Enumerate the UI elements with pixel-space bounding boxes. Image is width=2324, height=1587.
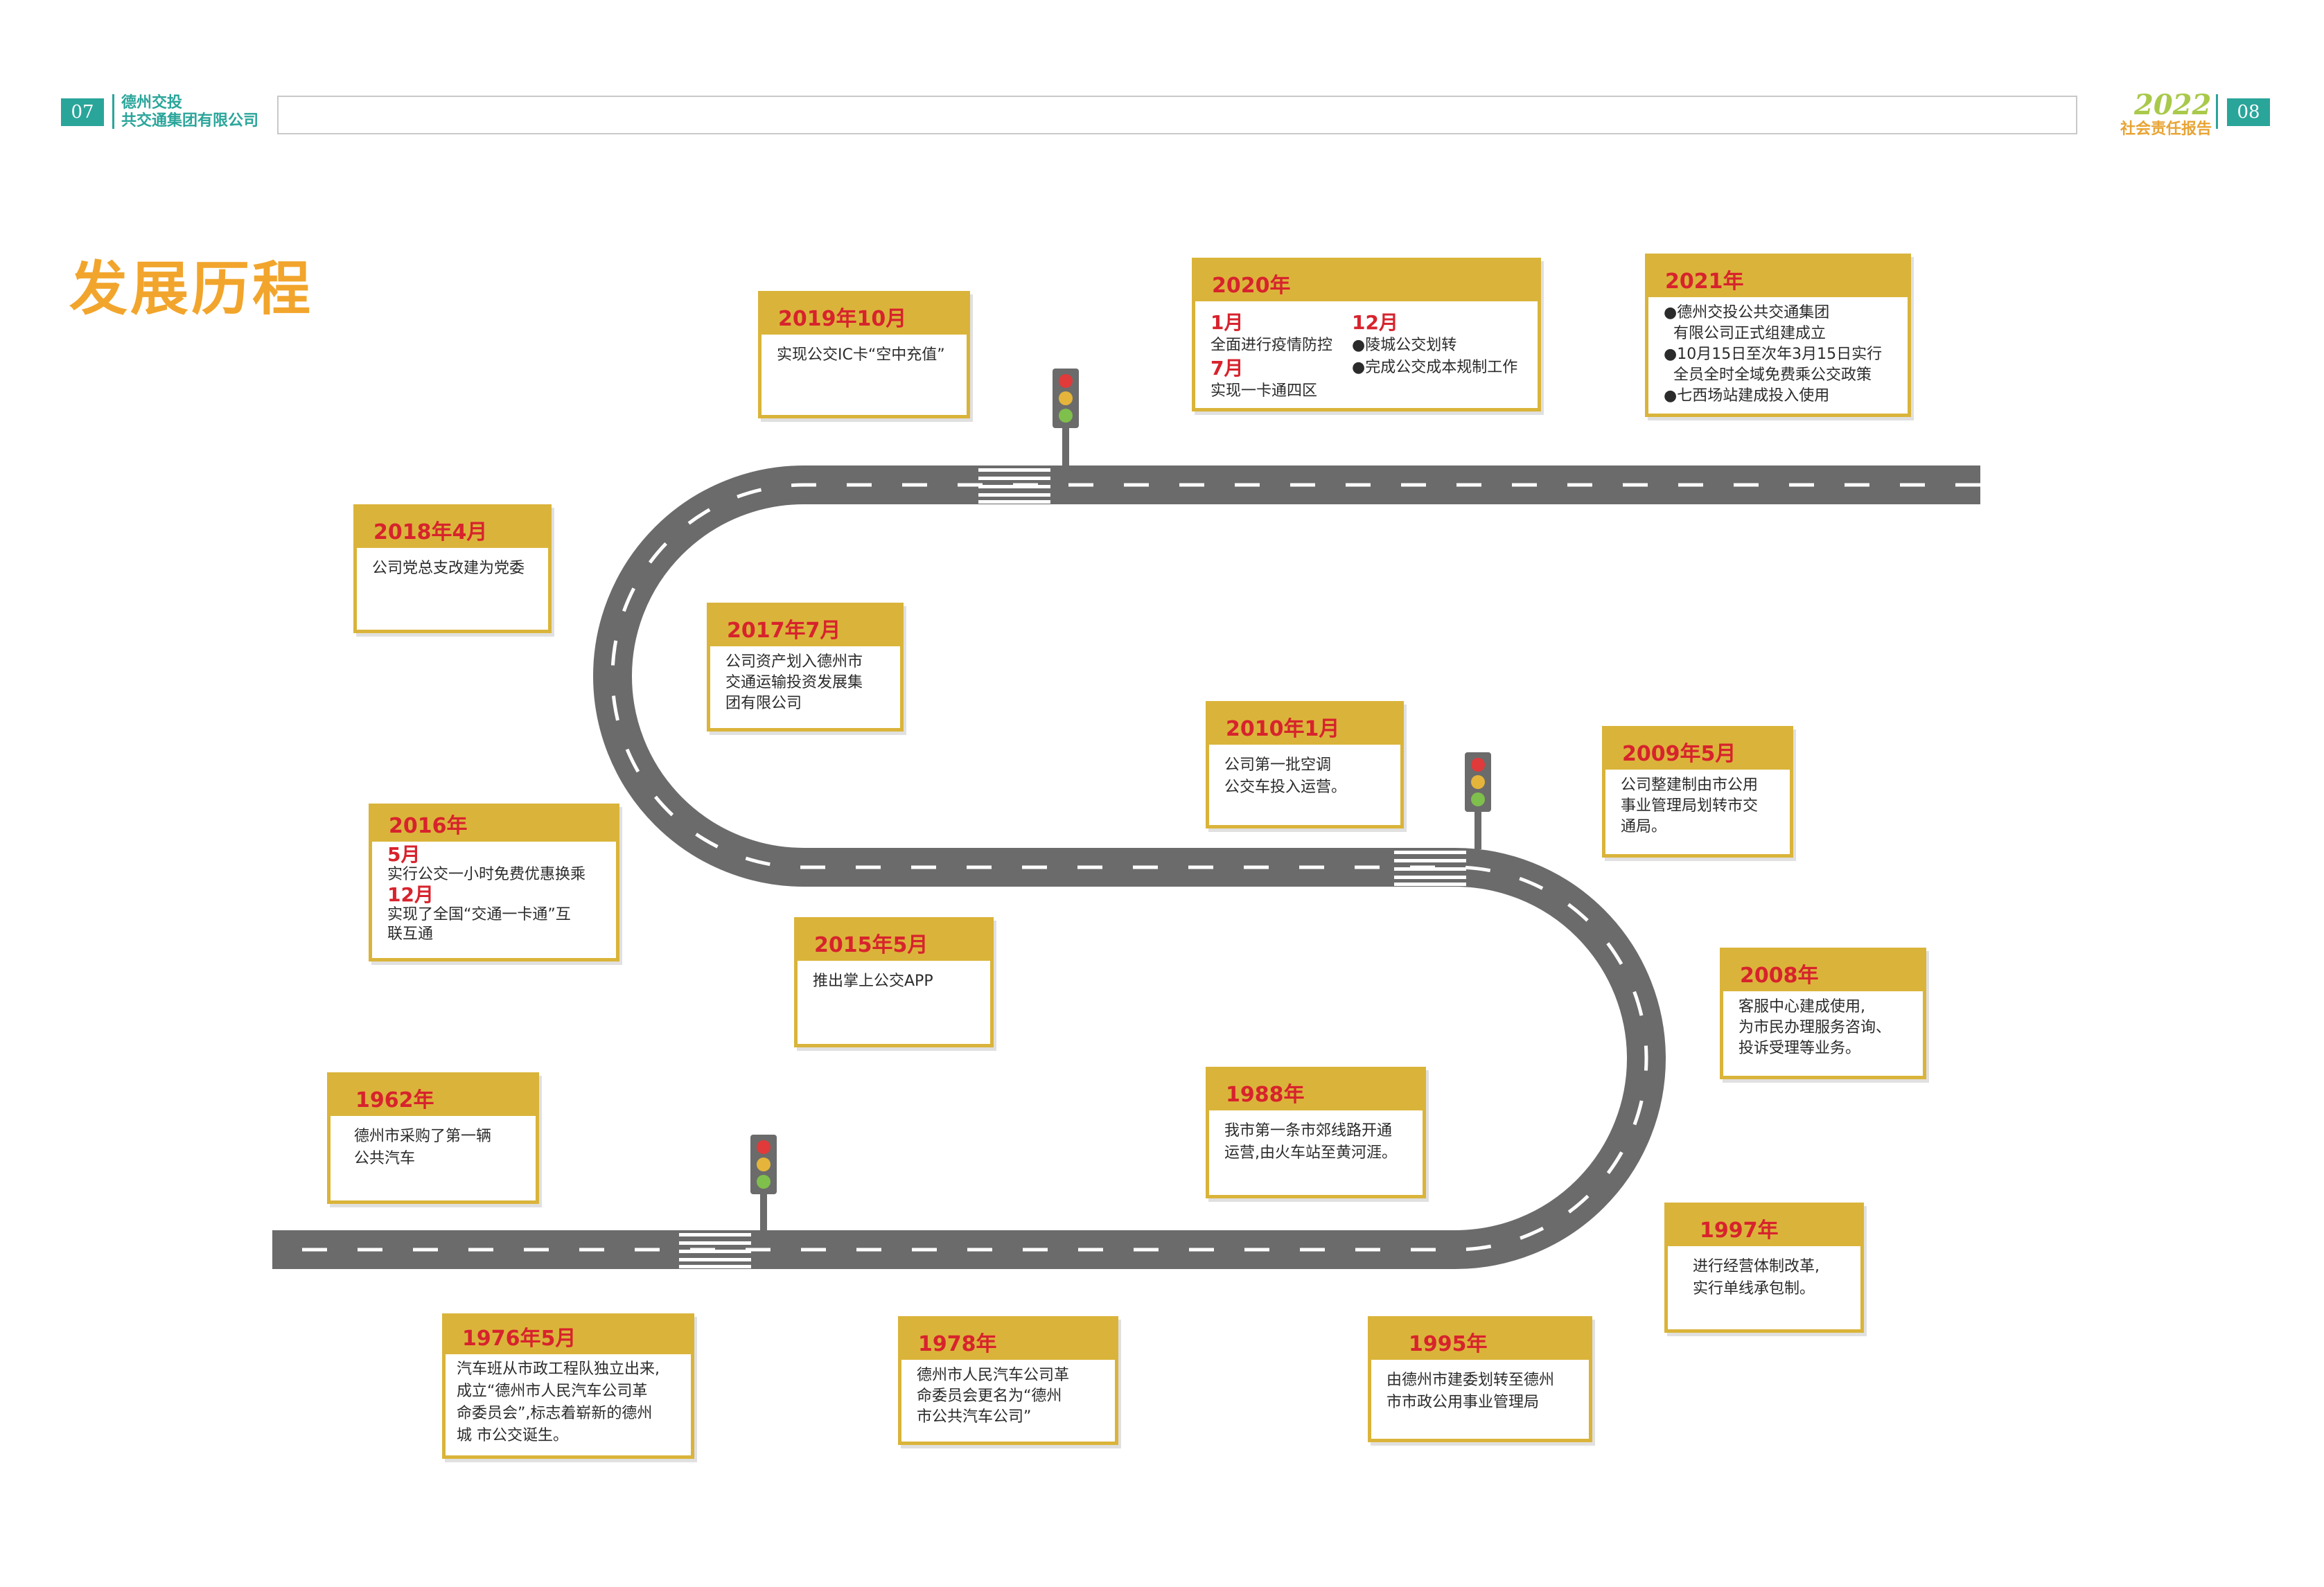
milestone-text: 命委员会更名为“德州 (917, 1387, 1062, 1405)
milestone-1978: 1978年 德州市人民汽车公司革 命委员会更名为“德州 市公共汽车公司” (898, 1316, 1118, 1445)
milestone-text: ●陵城公交划转 (1352, 337, 1457, 354)
milestone-text: ●10月15日至次年3月15日实行 (1664, 346, 1883, 363)
milestone-date: 2017年7月 (727, 619, 841, 643)
milestone-text: 成立“德州市人民汽车公司革 (457, 1383, 648, 1400)
milestone-date: 2008年 (1740, 964, 1819, 988)
logo-line2: 共交通集团有限公司 (121, 112, 259, 130)
right-page-number: 08 (2227, 98, 2270, 126)
milestone-text: 公共汽车 (354, 1150, 416, 1167)
milestone-2008: 2008年 客服中心建成使用, 为市民办理服务咨询、 投诉受理等业务。 (1720, 948, 1926, 1079)
milestone-2021: 2021年 ●德州交投公共交通集团 有限公司正式组建成立 ●10月15日至次年3… (1645, 254, 1911, 417)
milestone-text: 公司资产划入德州市 (725, 653, 863, 671)
milestone-2010-01: 2010年1月 公司第一批空调 公交车投入运营。 (1206, 701, 1404, 828)
milestone-text: 实现了全国“交通一卡通”互 (387, 906, 571, 923)
milestone-text: 市市政公用事业管理局 (1387, 1394, 1540, 1411)
milestone-2020: 2020年 1月 全面进行疫情防控 7月 实现一卡通四区 12月 ●陵城公交划转… (1192, 258, 1541, 411)
milestone-date: 1995年 (1409, 1332, 1488, 1356)
milestone-1997: 1997年 进行经营体制改革, 实行单线承包制。 (1664, 1203, 1864, 1333)
milestone-text: 投诉受理等业务。 (1738, 1040, 1861, 1057)
milestone-2015-05: 2015年5月 推出掌上公交APP (794, 917, 994, 1047)
milestone-date: 1988年 (1226, 1083, 1305, 1107)
milestone-1988: 1988年 我市第一条市郊线路开通 运营,由火车站至黄河涯。 (1206, 1067, 1426, 1198)
milestone-text: 实行公交一小时免费优惠换乘 (387, 866, 586, 883)
report-year-badge: 2022 (2134, 89, 2212, 121)
header-divider-right (2216, 94, 2218, 129)
milestone-text: 实现公交IC卡“空中充值” (777, 346, 945, 364)
milestone-text: ●德州交投公共交通集团 (1664, 304, 1830, 321)
milestone-text: 公司第一批空调 (1224, 756, 1332, 774)
milestone-text: 我市第一条市郊线路开通 (1224, 1122, 1393, 1140)
header-divider (112, 94, 114, 129)
milestone-text: 公交车投入运营。 (1224, 779, 1347, 796)
milestone-text: 全员全时全域免费乘公交政策 (1664, 366, 1872, 384)
milestone-text: 汽车班从市政工程队独立出来, (457, 1360, 660, 1378)
milestone-text: ●完成公交成本规制工作 (1352, 359, 1518, 376)
milestone-2020-left: 1月 全面进行疫情防控 7月 实现一卡通四区 (1211, 311, 1332, 402)
milestone-text: 实现一卡通四区 (1211, 382, 1318, 400)
milestone-text: 运营,由火车站至黄河涯。 (1224, 1144, 1397, 1162)
milestone-text: 有限公司正式组建成立 (1664, 325, 1826, 342)
milestone-date: 2018年4月 (373, 520, 488, 544)
milestone-date: 2021年 (1665, 269, 1744, 294)
milestone-text: 由德州市建委划转至德州 (1387, 1372, 1555, 1389)
milestone-date: 2015年5月 (814, 933, 928, 957)
milestone-text: ●七西场站建成投入使用 (1664, 387, 1830, 405)
crosswalk-top (978, 468, 1050, 504)
crosswalk-bottom (679, 1233, 751, 1268)
header-bar (277, 96, 2077, 134)
milestone-text: 推出掌上公交APP (813, 973, 933, 990)
milestone-text: 通局。 (1621, 818, 1667, 835)
milestone-text: 公司整建制由市公用 (1621, 777, 1759, 794)
page-title: 发展历程 (69, 255, 314, 323)
milestone-text: 德州市采购了第一辆 (354, 1128, 492, 1145)
milestone-text: 德州市人民汽车公司革 (917, 1367, 1070, 1384)
milestone-text: 客服中心建成使用, (1738, 998, 1865, 1016)
milestone-2020-right: 12月 ●陵城公交划转 ●完成公交成本规制工作 (1352, 311, 1517, 402)
milestone-text: 事业管理局划转市交 (1621, 797, 1759, 815)
traffic-light-top (1053, 369, 1079, 466)
milestone-text: 团有限公司 (725, 695, 802, 712)
milestone-date: 2009年5月 (1622, 742, 1736, 766)
logo-line1: 德州交投 (121, 94, 183, 112)
month-label: 1月 (1211, 311, 1244, 334)
milestone-text: 公司党总支改建为党委 (372, 560, 525, 577)
milestone-text: 联互通 (387, 925, 434, 943)
milestone-date: 2016年 (389, 814, 468, 838)
milestone-date: 2010年1月 (1226, 717, 1340, 741)
milestone-1962: 1962年 德州市采购了第一辆 公共汽车 (327, 1072, 539, 1204)
milestone-date: 1997年 (1700, 1218, 1779, 1243)
traffic-light-bottom (750, 1135, 777, 1232)
milestone-text: 实行单线承包制。 (1693, 1280, 1815, 1297)
milestone-1995: 1995年 由德州市建委划转至德州 市市政公用事业管理局 (1368, 1316, 1592, 1442)
left-page-number: 07 (61, 98, 104, 126)
milestone-text: 全面进行疫情防控 (1211, 337, 1333, 354)
company-logo: 德州交投 共交通集团有限公司 (121, 94, 258, 130)
milestone-date: 2019年10月 (778, 307, 907, 331)
milestone-text: 市公共汽车公司” (917, 1408, 1032, 1426)
milestone-2018-04: 2018年4月 公司党总支改建为党委 (353, 504, 552, 633)
month-label: 5月 (387, 843, 421, 866)
milestone-date: 1962年 (355, 1088, 434, 1112)
milestone-text: 交通运输投资发展集 (725, 674, 863, 691)
milestone-date: 2020年 (1212, 274, 1291, 298)
milestone-date: 1976年5月 (462, 1327, 576, 1351)
crosswalk-middle (1394, 851, 1466, 886)
month-label: 12月 (387, 883, 434, 906)
milestone-text: 命委员会”,标志着崭新的德州 (457, 1405, 653, 1422)
month-label: 12月 (1352, 311, 1398, 334)
milestone-2009-05: 2009年5月 公司整建制由市公用 事业管理局划转市交 通局。 (1602, 726, 1793, 858)
milestone-2016: 2016年 5月 实行公交一小时免费优惠换乘 12月 实现了全国“交通一卡通”互… (369, 804, 619, 961)
milestone-2019-10: 2019年10月 实现公交IC卡“空中充值” (758, 291, 970, 418)
traffic-light-middle (1465, 752, 1491, 849)
milestone-text: 城 市公交诞生。 (457, 1427, 568, 1444)
month-label: 7月 (1211, 357, 1244, 380)
milestone-date: 1978年 (918, 1332, 997, 1356)
milestone-text: 进行经营体制改革, (1693, 1258, 1820, 1275)
milestone-1976-05: 1976年5月 汽车班从市政工程队独立出来, 成立“德州市人民汽车公司革 命委员… (442, 1313, 694, 1459)
milestone-text: 为市民办理服务咨询、 (1738, 1019, 1892, 1036)
report-label: 社会责任报告 (2120, 121, 2212, 138)
milestone-2017-07: 2017年7月 公司资产划入德州市 交通运输投资发展集 团有限公司 (707, 603, 904, 732)
